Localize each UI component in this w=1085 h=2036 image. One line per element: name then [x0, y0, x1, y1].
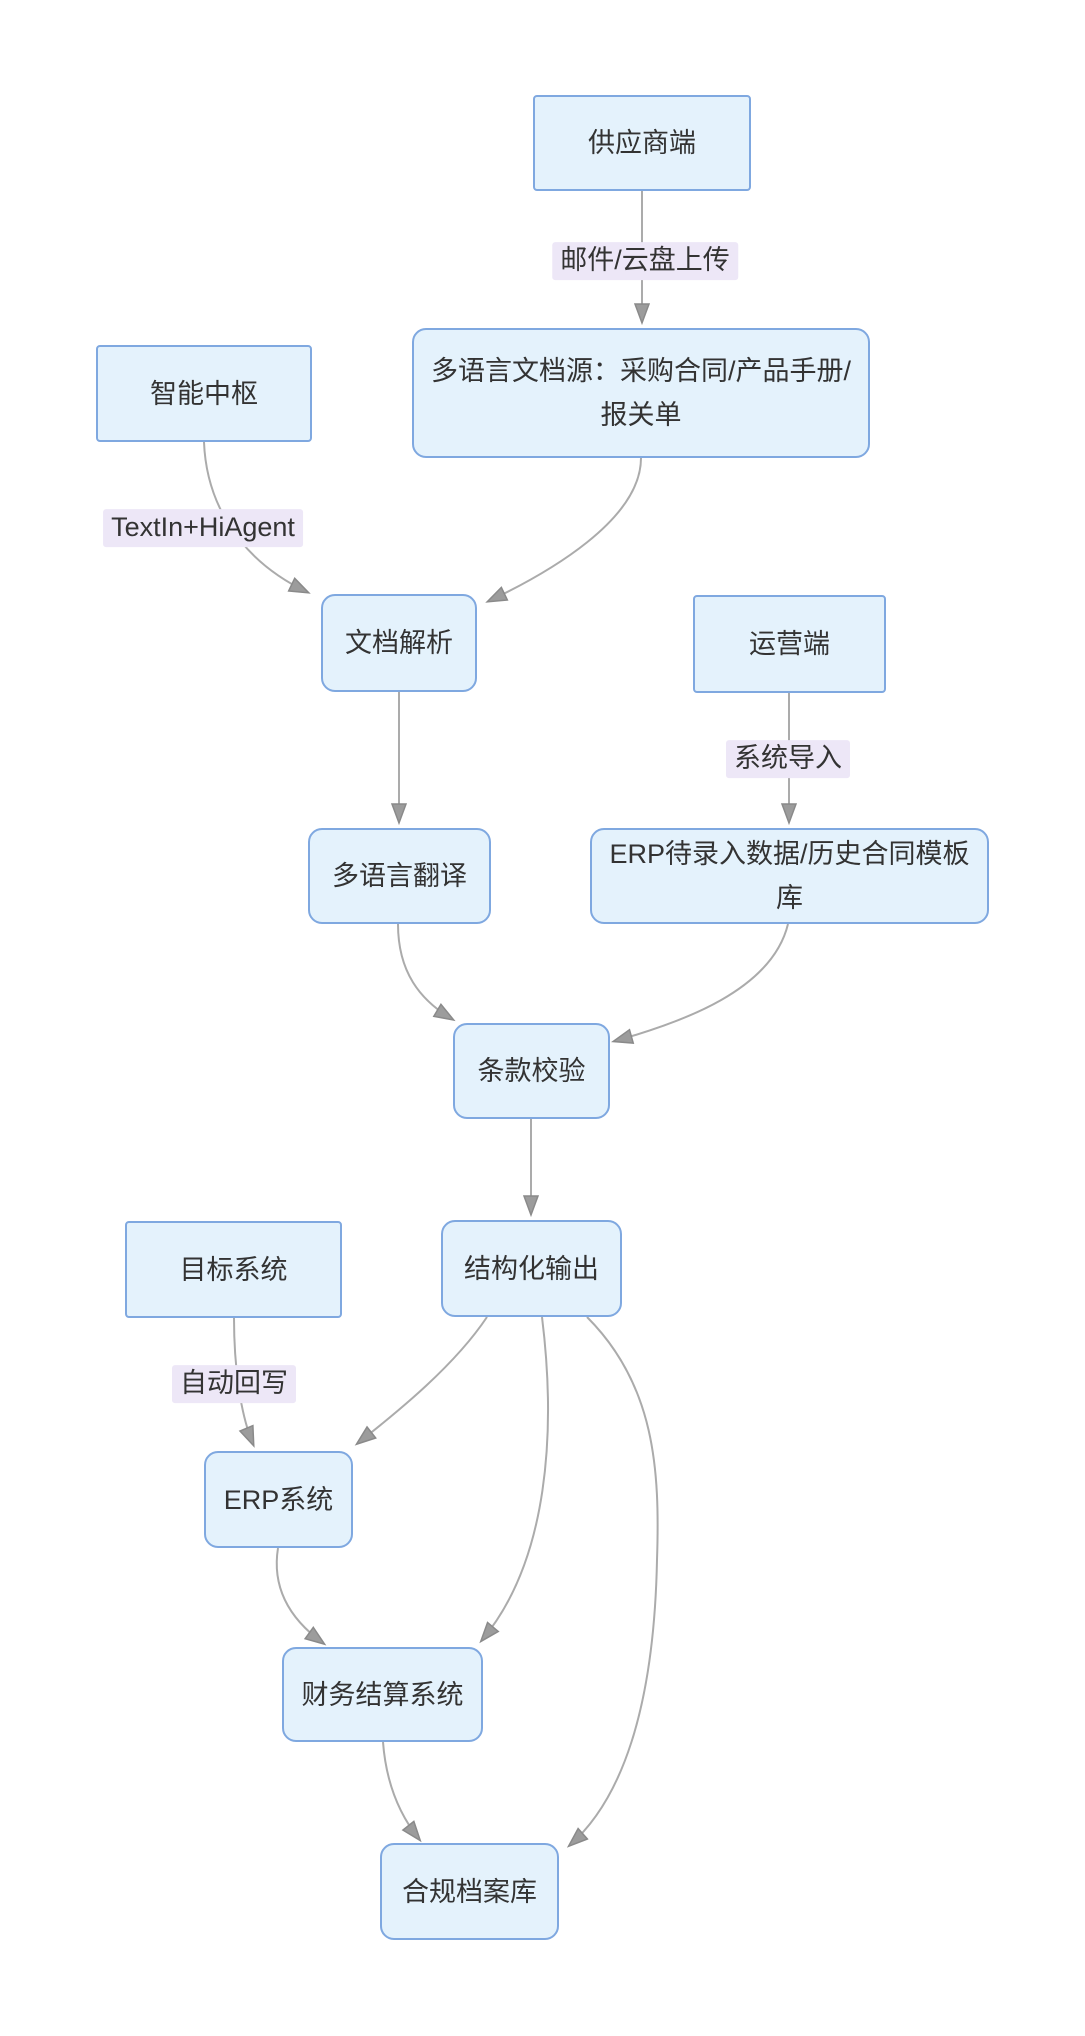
edge-docsource-docparse — [485, 457, 642, 603]
edge-output-archive — [566, 1316, 659, 1848]
node-check-label: 条款校验 — [477, 1056, 586, 1086]
node-archive: 合规档案库 — [380, 1843, 559, 1940]
node-ops-label: 运营端 — [749, 629, 830, 659]
node-translate: 多语言翻译 — [308, 828, 491, 924]
node-supplier-label: 供应商端 — [588, 128, 696, 158]
node-archive-label: 合规档案库 — [402, 1876, 537, 1907]
node-supplier: 供应商端 — [533, 95, 751, 191]
edge-erpsys-finance — [275, 1547, 327, 1646]
node-output: 结构化输出 — [441, 1220, 622, 1317]
edge-translate-check — [397, 923, 456, 1022]
node-finance-label: 财务结算系统 — [301, 1679, 464, 1710]
node-target-label: 目标系统 — [179, 1254, 288, 1285]
edge-output-finance — [479, 1316, 549, 1644]
node-doc-parse-label: 文档解析 — [345, 628, 453, 658]
edge-output-erpsys — [354, 1316, 488, 1446]
node-doc-parse: 文档解析 — [321, 594, 477, 692]
edge-finance-archive — [382, 1741, 422, 1843]
node-erp-data: ERP待录入数据/历史合同模板库 — [590, 828, 989, 924]
edge-erpdata-check — [610, 923, 789, 1044]
edge-label-upload: 邮件/云盘上传 — [552, 242, 738, 280]
edge-label-auto-writeback: 自动回写 — [172, 1365, 296, 1403]
node-hub-label: 智能中枢 — [150, 378, 258, 409]
node-ops: 运营端 — [693, 595, 886, 693]
node-target: 目标系统 — [125, 1221, 342, 1318]
node-erp-sys-label: ERP系统 — [223, 1484, 334, 1515]
node-erp-data-label: ERP待录入数据/历史合同模板库 — [609, 839, 970, 913]
node-translate-label: 多语言翻译 — [332, 861, 467, 891]
node-hub: 智能中枢 — [96, 345, 312, 442]
edge-label-system-import: 系统导入 — [726, 740, 850, 778]
node-erp-sys: ERP系统 — [204, 1451, 353, 1548]
node-doc-source: 多语言文档源：采购合同/产品手册/报关单 — [412, 328, 870, 458]
node-finance: 财务结算系统 — [282, 1647, 483, 1742]
node-output-label: 结构化输出 — [464, 1253, 599, 1284]
edge-label-textin-hiagent: TextIn+HiAgent — [103, 509, 303, 547]
node-check: 条款校验 — [453, 1023, 610, 1119]
node-doc-source-label: 多语言文档源：采购合同/产品手册/报关单 — [430, 356, 851, 430]
